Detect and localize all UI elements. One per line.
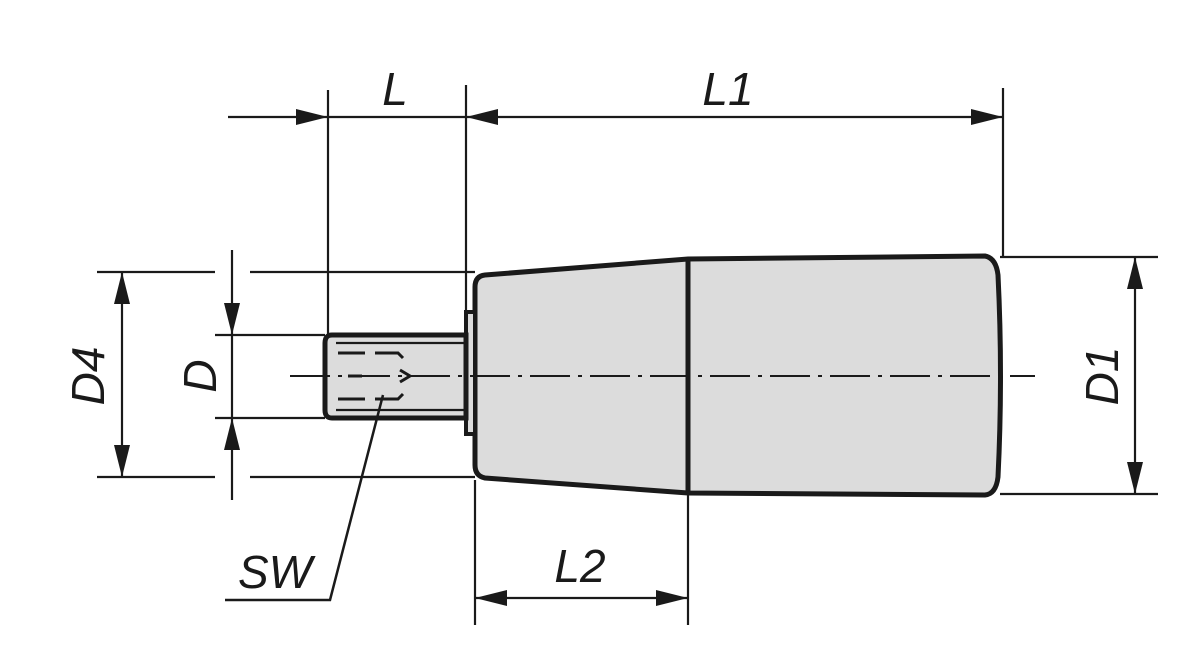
label-D: D <box>174 359 226 392</box>
label-L2: L2 <box>554 540 605 592</box>
label-L: L <box>382 63 408 115</box>
label-SW: SW <box>238 546 317 598</box>
label-L1: L1 <box>702 63 753 115</box>
sw-leader <box>225 394 385 602</box>
dimension-lines <box>114 109 1143 606</box>
label-D4: D4 <box>62 347 114 406</box>
label-D1: D1 <box>1076 347 1128 406</box>
